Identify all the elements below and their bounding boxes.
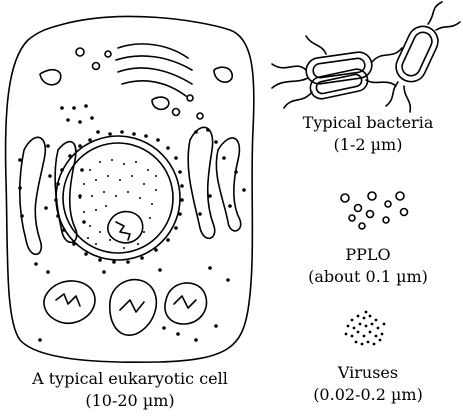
virus-cluster — [344, 310, 386, 346]
endoplasmic-reticulum — [18, 126, 242, 256]
pplo-caption-line2: (about 0.1 µm) — [308, 267, 428, 286]
bacteria-group — [271, 1, 461, 113]
bacteria-caption-line2: (1-2 µm) — [333, 135, 403, 154]
virus-caption-line2: (0.02-0.2 µm) — [313, 385, 423, 404]
bacterium-1 — [271, 35, 403, 89]
bacterium-3 — [385, 1, 461, 113]
nucleolus — [107, 210, 144, 244]
virus-caption-line1: Viruses — [337, 363, 399, 382]
cell-caption-line2: (10-20 µm) — [85, 391, 175, 410]
golgi-apparatus — [115, 43, 193, 97]
cell-caption-line1: A typical eukaryotic cell — [32, 369, 228, 388]
mitochondria — [43, 278, 208, 336]
nuclear-envelope-inner — [62, 142, 174, 254]
cell-membrane — [4, 15, 255, 364]
pplo-group — [340, 191, 409, 230]
chromatin-speckles — [79, 159, 157, 249]
ribosome-dots — [18, 104, 246, 342]
nuclear-envelope-outer — [55, 135, 181, 261]
pplo-caption-line1: PPLO — [345, 245, 391, 264]
bacterium-2 — [283, 68, 397, 109]
bacteria-caption-line1: Typical bacteria — [302, 113, 434, 132]
vesicles — [39, 47, 233, 120]
